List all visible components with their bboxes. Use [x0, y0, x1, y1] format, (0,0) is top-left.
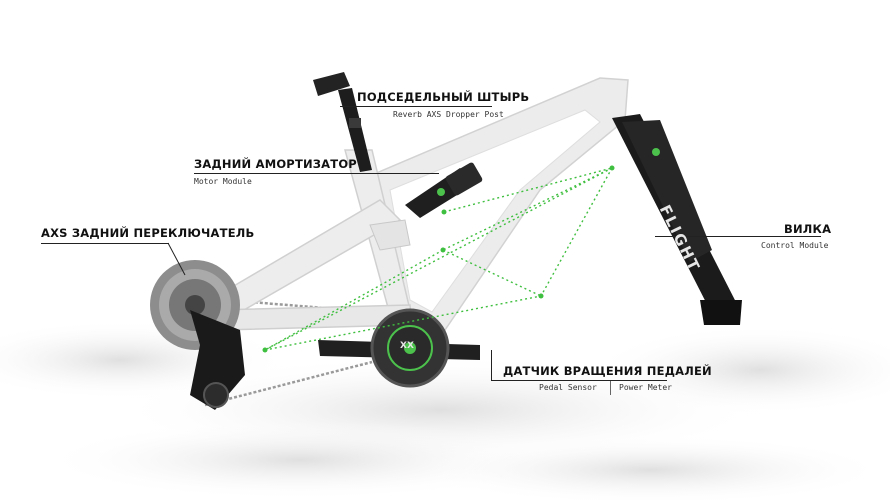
callout-crank-leader [491, 350, 492, 381]
callout-seatpost-title: ПОДСЕДЕЛЬНЫЙ ШТЫРЬ [357, 90, 530, 104]
callout-crank-title: ДАТЧИК ВРАЩЕНИЯ ПЕДАЛЕЙ [503, 364, 712, 378]
callout-fork-sub: Control Module [761, 241, 828, 250]
post-collar [349, 118, 361, 128]
callout-shock: ЗАДНИЙ АМОРТИЗАТОР Motor Module [194, 157, 357, 186]
callout-shock-title: ЗАДНИЙ АМОРТИЗАТОР [194, 157, 357, 171]
callout-fork-title: ВИЛКА [784, 222, 832, 236]
callout-fork-rule [655, 236, 821, 237]
jockey-wheel [203, 382, 229, 408]
callout-derailleur-title: AXS ЗАДНИЙ ПЕРЕКЛЮЧАТЕЛЬ [41, 226, 255, 240]
crank-logo: XX [400, 341, 414, 351]
callout-crank-sub-right: Power Meter [619, 383, 672, 392]
seat-clamp [313, 72, 350, 96]
callout-fork: ВИЛКА [784, 222, 831, 236]
callout-crank-subtitle-left: Pedal Sensor [539, 383, 597, 392]
callout-derailleur: AXS ЗАДНИЙ ПЕРЕКЛЮЧАТЕЛЬ [41, 226, 254, 240]
dropper-post [338, 88, 372, 172]
fork-led [652, 148, 660, 156]
callout-shock-subtitle: Motor Module [194, 177, 252, 186]
callout-seatpost: ПОДСЕДЕЛЬНЫЙ ШТЫРЬ Reverb AXS Dropper Po… [357, 90, 529, 119]
shock-led [437, 188, 445, 196]
callout-crank-rule [491, 380, 667, 381]
shock-reservoir [445, 162, 483, 196]
crank-led [404, 342, 416, 354]
rocker-link [369, 219, 411, 251]
callout-fork-subtitle: Control Module [761, 241, 829, 250]
ground-mist [0, 320, 890, 500]
frame-cutout [389, 109, 601, 313]
fork-lower [622, 120, 712, 262]
callout-seatpost-subtitle: Reverb AXS Dropper Post [393, 110, 504, 119]
callout-shock-rule [194, 173, 439, 174]
callout-crank-subtitle-right: Power Meter [619, 383, 672, 392]
rear-derailleur [190, 310, 245, 410]
callout-crank: ДАТЧИК ВРАЩЕНИЯ ПЕДАЛЕЙ [503, 364, 712, 378]
callout-derailleur-rule [41, 243, 169, 244]
fork-dropout [700, 300, 742, 325]
wireless-network [264, 167, 613, 351]
callout-crank-separator [610, 381, 611, 395]
callout-crank-sub-left: Pedal Sensor [539, 383, 597, 392]
callout-seatpost-rule [340, 106, 492, 107]
